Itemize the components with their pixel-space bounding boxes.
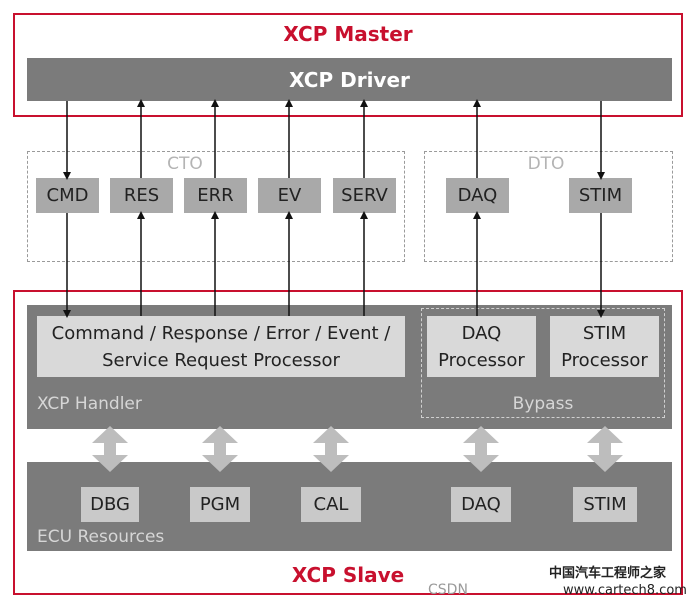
daq-processor-line1: DAQ [461, 322, 502, 344]
dto-label: DTO [521, 154, 571, 176]
resource-cal: CAL [301, 487, 361, 522]
double-arrow-daq [463, 426, 499, 472]
xcp-master-frame [13, 13, 683, 117]
resource-pgm: PGM [190, 487, 250, 522]
xcp-slave-title: XCP Slave [291, 563, 405, 587]
resource-daq: DAQ [451, 487, 511, 522]
bypass-label: Bypass [512, 394, 574, 414]
stim-processor-line2: Processor [561, 349, 648, 371]
ev-box: EV [258, 178, 321, 213]
xcp-slave-frame [13, 290, 683, 595]
xcp-master-title: XCP Master [283, 22, 413, 46]
xcp-driver-bar: XCP Driver [27, 58, 672, 101]
resource-dbg: DBG [81, 487, 139, 522]
daq-processor-line2: Processor [438, 349, 525, 371]
dto-daq-box: DAQ [446, 178, 509, 213]
err-box: ERR [184, 178, 247, 213]
command-processor: Command / Response / Error / Event / Ser… [37, 316, 405, 377]
cmd-box: CMD [36, 178, 99, 213]
watermark-csdn: CSDN [428, 582, 468, 598]
double-arrow-dbg [92, 426, 128, 472]
daq-processor: DAQ Processor [427, 316, 536, 377]
stim-processor: STIM Processor [550, 316, 659, 377]
watermark-cn-text: 中国汽车工程师之家 [549, 566, 667, 581]
bypass-group [421, 308, 665, 418]
ecu-resources-label: ECU Resources [37, 527, 165, 547]
command-processor-line1: Command / Response / Error / Event / [51, 322, 391, 344]
serv-box: SERV [333, 178, 396, 213]
resource-stim: STIM [573, 487, 637, 522]
dto-stim-box: STIM [569, 178, 632, 213]
xcp-handler-label: XCP Handler [37, 394, 142, 414]
watermark-url: www.cartech8.com [563, 583, 687, 598]
double-arrow-cal [313, 426, 349, 472]
double-arrows [92, 426, 623, 472]
dto-group [424, 151, 673, 262]
double-arrow-stim [587, 426, 623, 472]
res-box: RES [110, 178, 173, 213]
command-processor-line2: Service Request Processor [102, 349, 340, 371]
cto-label: CTO [160, 154, 210, 176]
cto-group [27, 151, 405, 262]
stim-processor-line1: STIM [582, 322, 627, 344]
double-arrow-pgm [202, 426, 238, 472]
